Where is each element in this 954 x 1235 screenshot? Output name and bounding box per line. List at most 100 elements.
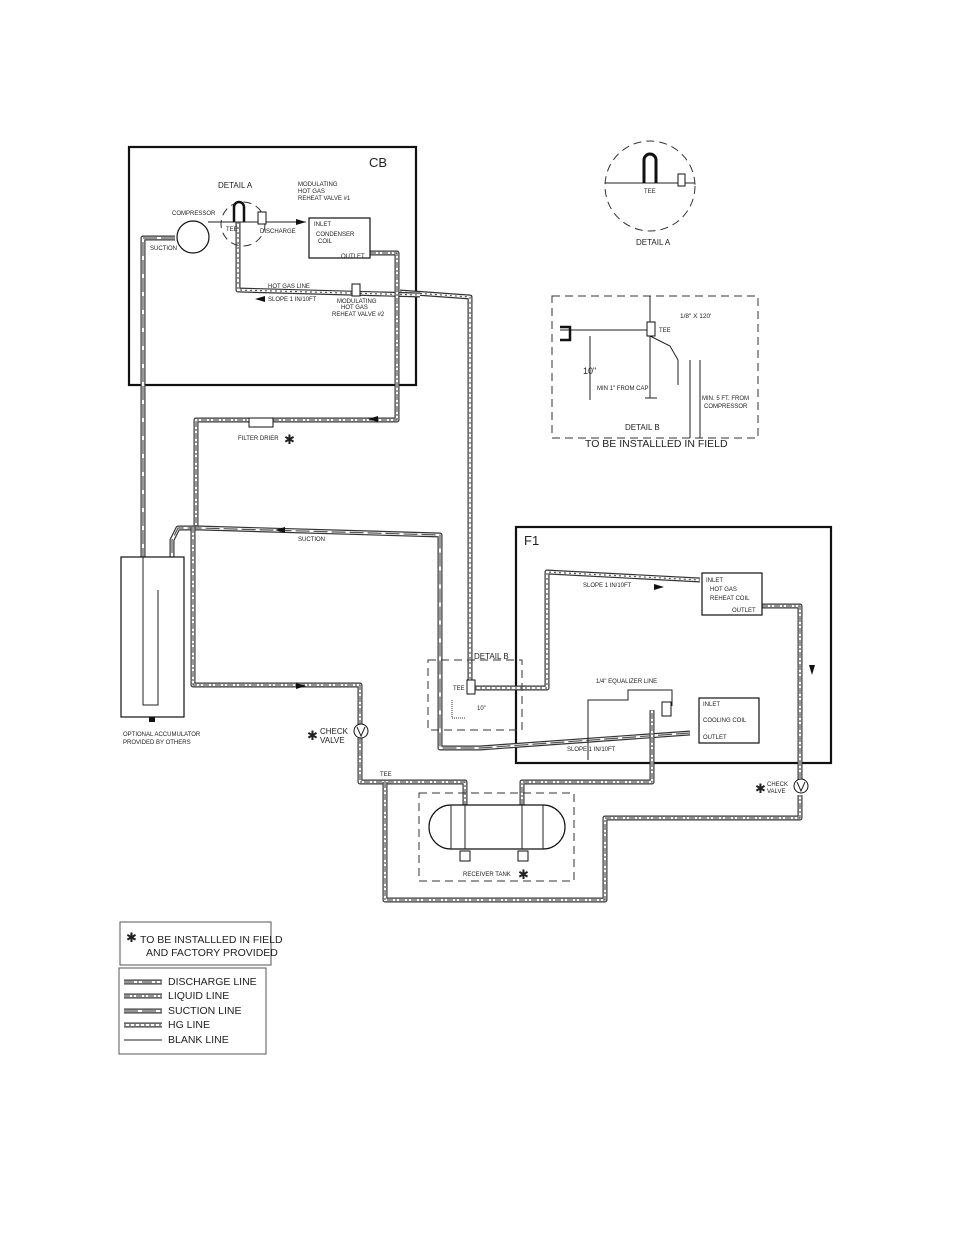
detail-b-dim-label: 1/8" X 120' bbox=[680, 313, 711, 320]
discharge-arrow bbox=[296, 219, 306, 225]
accumulator: OPTIONAL ACCUMULATOR PROVIDED BY OTHERS bbox=[120, 556, 201, 746]
svg-text:COMPRESSOR: COMPRESSOR bbox=[704, 404, 748, 410]
accumulator-tank bbox=[120, 556, 185, 718]
svg-text:INLET: INLET bbox=[703, 702, 720, 708]
note-line-2: AND FACTORY PROVIDED bbox=[146, 947, 278, 959]
reheat-valve-1-symbol bbox=[257, 211, 267, 225]
slope-label-f1-bottom: SLOPE 1 IN/10FT bbox=[567, 747, 616, 753]
svg-text:HOT GAS: HOT GAS bbox=[341, 305, 368, 311]
detail-a-enlarged-circle bbox=[604, 140, 696, 232]
equalizer-label: 1/4" EQUALIZER LINE bbox=[596, 679, 657, 685]
piping bbox=[140, 222, 803, 903]
svg-text:VALVE: VALVE bbox=[320, 736, 345, 745]
detail-b-title: DETAIL B bbox=[625, 423, 660, 432]
reheat-coil-box bbox=[701, 572, 763, 616]
condenser-outlet-label: OUTLET bbox=[341, 254, 365, 260]
svg-text:CONDENSER: CONDENSER bbox=[316, 232, 355, 238]
suction-label-cb: SUCTION bbox=[150, 246, 177, 252]
modulating-valve-1-label: MODULATING HOT GAS REHEAT VALVE #1 bbox=[298, 182, 351, 202]
slope-label-cb: SLOPE 1 IN/10FT bbox=[268, 297, 317, 303]
svg-text:VALVE: VALVE bbox=[767, 789, 785, 795]
detail-b-10in-label: 10" bbox=[583, 366, 596, 376]
note-box: ✱ TO BE INSTALLLED IN FIELD AND FACTORY … bbox=[119, 921, 283, 966]
condenser-coil-box bbox=[308, 217, 371, 259]
f1-unit: F1 bbox=[514, 525, 833, 765]
svg-text:HOT GAS: HOT GAS bbox=[298, 189, 325, 195]
detail-b-ref: DETAIL B TEE 10" bbox=[427, 652, 523, 731]
filter-drier-label: FILTER DRIER bbox=[238, 436, 279, 442]
compressor-label: COMPRESSOR bbox=[172, 211, 216, 217]
f1-unit-border bbox=[514, 525, 833, 765]
txv-symbol bbox=[661, 701, 672, 717]
receiver-tank-border bbox=[418, 792, 575, 882]
check-valve-left: ✱ CHECK VALVE bbox=[307, 723, 369, 745]
svg-text:COOLING COIL: COOLING COIL bbox=[703, 718, 747, 724]
check-valve-right: ✱ CHECK VALVE bbox=[755, 778, 809, 796]
cooling-coil-box bbox=[698, 697, 760, 744]
svg-text:REHEAT VALVE #1: REHEAT VALVE #1 bbox=[298, 196, 351, 202]
tee-mid-label: TEE bbox=[453, 686, 465, 692]
tee-bottom-label: TEE bbox=[380, 772, 392, 778]
svg-text:✱: ✱ bbox=[755, 781, 766, 796]
receiver-tank-body bbox=[428, 804, 566, 850]
suction-arrow bbox=[275, 527, 285, 533]
svg-text:REHEAT VALVE #2: REHEAT VALVE #2 bbox=[332, 312, 385, 318]
detail-a-tee-label: TEE bbox=[644, 189, 656, 195]
detail-b-ref-box bbox=[427, 659, 523, 731]
svg-text:OPTIONAL ACCUMULATOR: OPTIONAL ACCUMULATOR bbox=[123, 732, 201, 738]
liquid-arrow-right bbox=[809, 665, 815, 675]
legend: DISCHARGE LINE LIQUID LINE SUCTION LINE … bbox=[118, 967, 267, 1055]
ten-in-small-label: 10" bbox=[477, 706, 486, 712]
svg-text:✱: ✱ bbox=[518, 867, 529, 882]
svg-text:HOT GAS: HOT GAS bbox=[710, 587, 737, 593]
condenser-coil: INLET CONDENSER COIL OUTLET bbox=[308, 217, 371, 260]
svg-text:LIQUID LINE: LIQUID LINE bbox=[168, 990, 229, 1002]
svg-text:OUTLET: OUTLET bbox=[703, 735, 727, 741]
svg-text:SUCTION LINE: SUCTION LINE bbox=[168, 1005, 242, 1017]
reheat-valve-2-symbol bbox=[351, 283, 361, 297]
svg-text:INLET: INLET bbox=[314, 222, 331, 228]
svg-text:REHEAT COIL: REHEAT COIL bbox=[710, 596, 750, 602]
hot-gas-line-label: HOT GAS LINE bbox=[268, 284, 310, 290]
detail-b-border bbox=[551, 295, 759, 439]
slope-label-f1-top: SLOPE 1 IN/10FT bbox=[583, 583, 632, 589]
note-star: ✱ bbox=[126, 930, 137, 945]
svg-text:BLANK LINE: BLANK LINE bbox=[168, 1034, 229, 1046]
svg-text:MODULATING: MODULATING bbox=[337, 299, 377, 305]
f1-unit-label: F1 bbox=[524, 533, 539, 548]
cooling-coil: INLET COOLING COIL OUTLET bbox=[698, 697, 760, 744]
compressor: COMPRESSOR bbox=[172, 211, 216, 254]
svg-text:CHECK: CHECK bbox=[767, 782, 788, 788]
legend-item-discharge: DISCHARGE LINE bbox=[124, 976, 257, 988]
note-line-1: TO BE INSTALLLED IN FIELD bbox=[140, 934, 283, 946]
cb-unit-border bbox=[127, 145, 418, 387]
discharge-label: DISCHARGE bbox=[260, 229, 296, 235]
svg-text:✱: ✱ bbox=[307, 728, 318, 743]
svg-text:MIN. 5 FT. FROM: MIN. 5 FT. FROM bbox=[702, 396, 749, 402]
svg-text:MODULATING: MODULATING bbox=[298, 182, 338, 188]
svg-text:DISCHARGE LINE: DISCHARGE LINE bbox=[168, 976, 257, 988]
filter-drier-symbol bbox=[248, 417, 274, 428]
detail-a-label: DETAIL A bbox=[218, 181, 253, 190]
liquid-arrow-cb bbox=[368, 416, 378, 422]
receiver-tank: RECEIVER TANK ✱ bbox=[418, 792, 575, 882]
note-box-border bbox=[119, 921, 272, 966]
suction-label-mid: SUCTION bbox=[298, 537, 325, 543]
svg-text:CHECK: CHECK bbox=[320, 727, 349, 736]
detail-a: TEE DETAIL A bbox=[604, 140, 696, 247]
svg-text:INLET: INLET bbox=[706, 578, 723, 584]
slope-arrow-cb bbox=[255, 296, 265, 302]
detail-b-note: TO BE INSTALLLED IN FIELD bbox=[585, 438, 728, 450]
compressor-symbol bbox=[176, 220, 210, 254]
detail-b-min-cap-label: MIN 1" FROM CAP bbox=[597, 386, 648, 392]
field-install-star: ✱ bbox=[284, 432, 295, 447]
filter-drier: FILTER DRIER ✱ bbox=[238, 416, 378, 447]
svg-text:OUTLET: OUTLET bbox=[732, 608, 756, 614]
svg-text:COIL: COIL bbox=[318, 239, 333, 245]
tee-label-cb: TEE bbox=[226, 227, 238, 233]
receiver-tank-label: RECEIVER TANK bbox=[463, 872, 511, 878]
detail-a-title: DETAIL A bbox=[636, 238, 671, 247]
modulating-valve-2-label: MODULATING HOT GAS REHEAT VALVE #2 bbox=[332, 299, 385, 318]
detail-b-ref-label: DETAIL B bbox=[474, 652, 509, 661]
